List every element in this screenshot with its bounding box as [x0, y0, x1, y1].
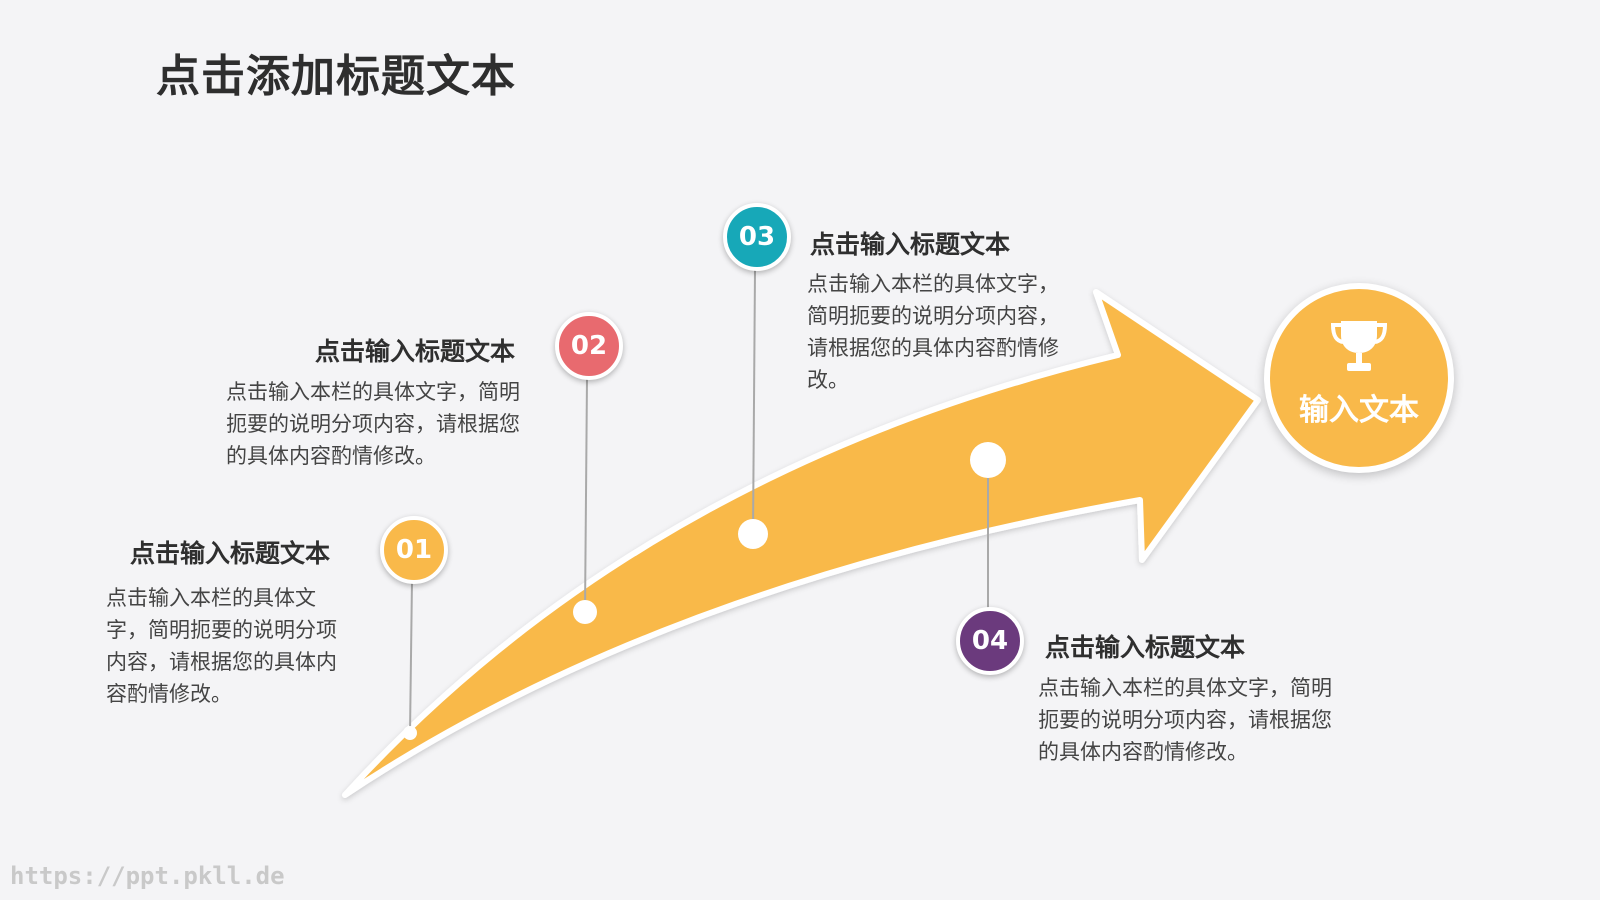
step-03-title[interactable]: 点击输入标题文本 [810, 230, 1011, 259]
milestone-dot-02 [573, 600, 597, 624]
step-01-badge: 01 [380, 516, 448, 584]
progress-arrow [342, 289, 1261, 798]
step-03-badge: 03 [723, 203, 791, 271]
trophy-icon [1330, 321, 1388, 371]
step-04-description[interactable]: 点击输入本栏的具体文字，简明扼要的说明分项内容，请根据您的具体内容酌情修改。 [1038, 676, 1332, 764]
step-03-description[interactable]: 点击输入本栏的具体文字，简明扼要的说明分项内容，请根据您的具体内容酌情修改。 [807, 272, 1059, 392]
milestone-dot-01 [403, 726, 417, 740]
step-02-title[interactable]: 点击输入标题文本 [315, 337, 516, 366]
step-04-title[interactable]: 点击输入标题文本 [1045, 633, 1246, 662]
watermark-url: https://ppt.pkll.de [10, 862, 285, 890]
step-04-badge: 04 [956, 607, 1024, 675]
step-02-badge: 02 [555, 312, 623, 380]
milestone-dot-04 [970, 442, 1006, 478]
connector-line-02 [584, 377, 588, 613]
connector-line-01 [409, 579, 413, 734]
goal-circle: 输入文本 [1264, 283, 1454, 473]
step-01-title[interactable]: 点击输入标题文本 [130, 539, 331, 568]
milestone-dot-03 [738, 519, 768, 549]
slide-title[interactable]: 点击添加标题文本 [156, 51, 516, 102]
goal-label[interactable]: 输入文本 [1299, 393, 1419, 428]
step-02-description[interactable]: 点击输入本栏的具体文字，简明扼要的说明分项内容，请根据您的具体内容酌情修改。 [226, 380, 520, 468]
connector-line-03 [752, 269, 756, 535]
step-01-description[interactable]: 点击输入本栏的具体文字，简明扼要的说明分项内容，请根据您的具体内容酌情修改。 [106, 586, 337, 706]
